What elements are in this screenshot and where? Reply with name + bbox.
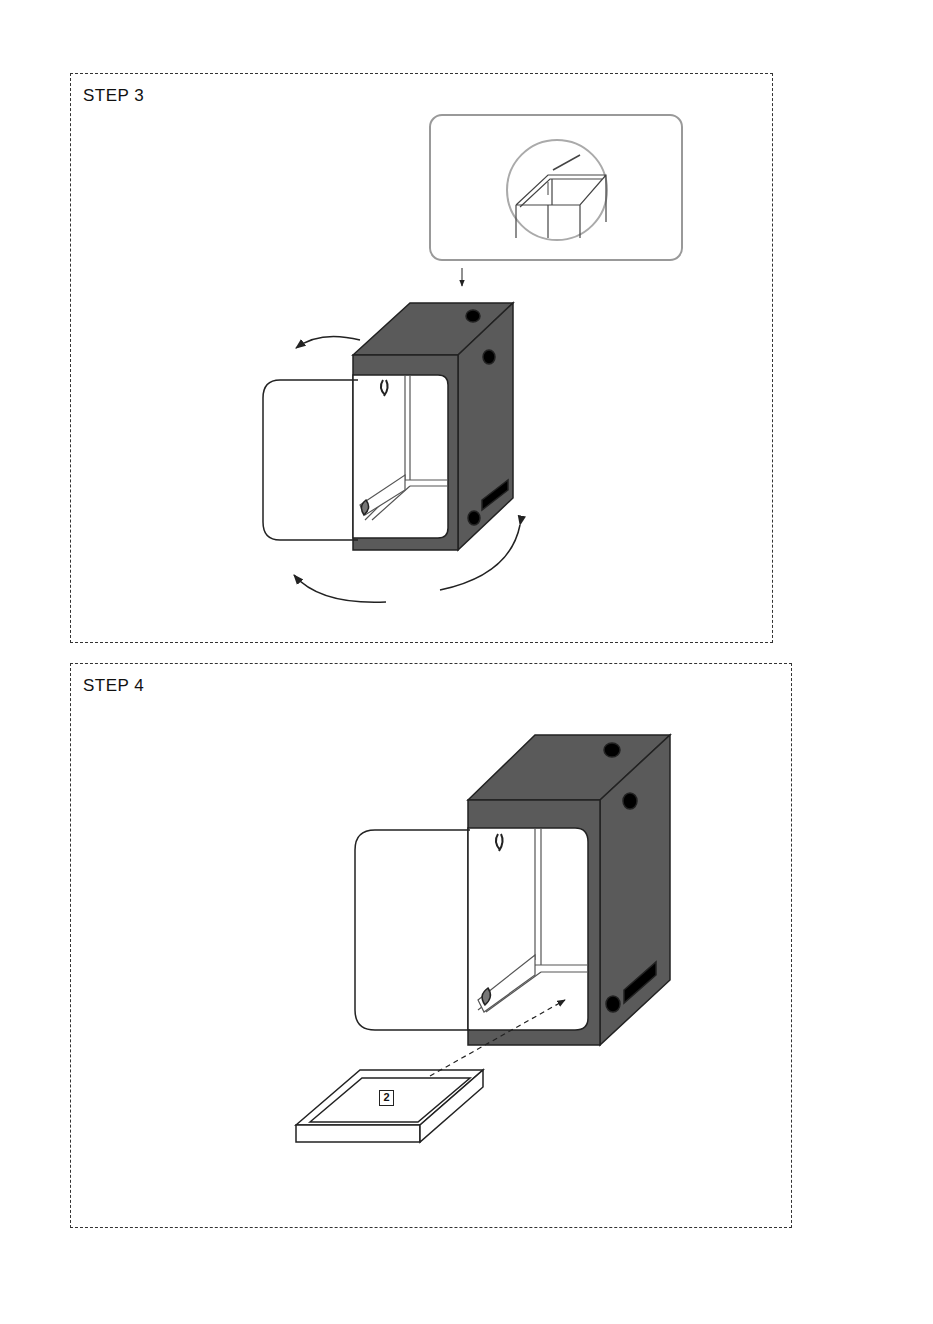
base-tray xyxy=(296,1070,483,1142)
part-number-box: 2 xyxy=(379,1090,394,1106)
detail-callout xyxy=(430,115,682,260)
pointer-arrow xyxy=(462,268,463,286)
tent-step3 xyxy=(263,303,520,602)
tent-step4 xyxy=(355,735,670,1045)
step-heading: STEP 3 xyxy=(83,86,760,106)
step-panel: STEP 3 xyxy=(70,73,773,643)
step-panel: STEP 4 2 xyxy=(70,663,792,1228)
step-heading: STEP 4 xyxy=(83,676,779,696)
insert-arrow xyxy=(430,1000,565,1076)
callout-number: 2 xyxy=(383,1091,390,1104)
